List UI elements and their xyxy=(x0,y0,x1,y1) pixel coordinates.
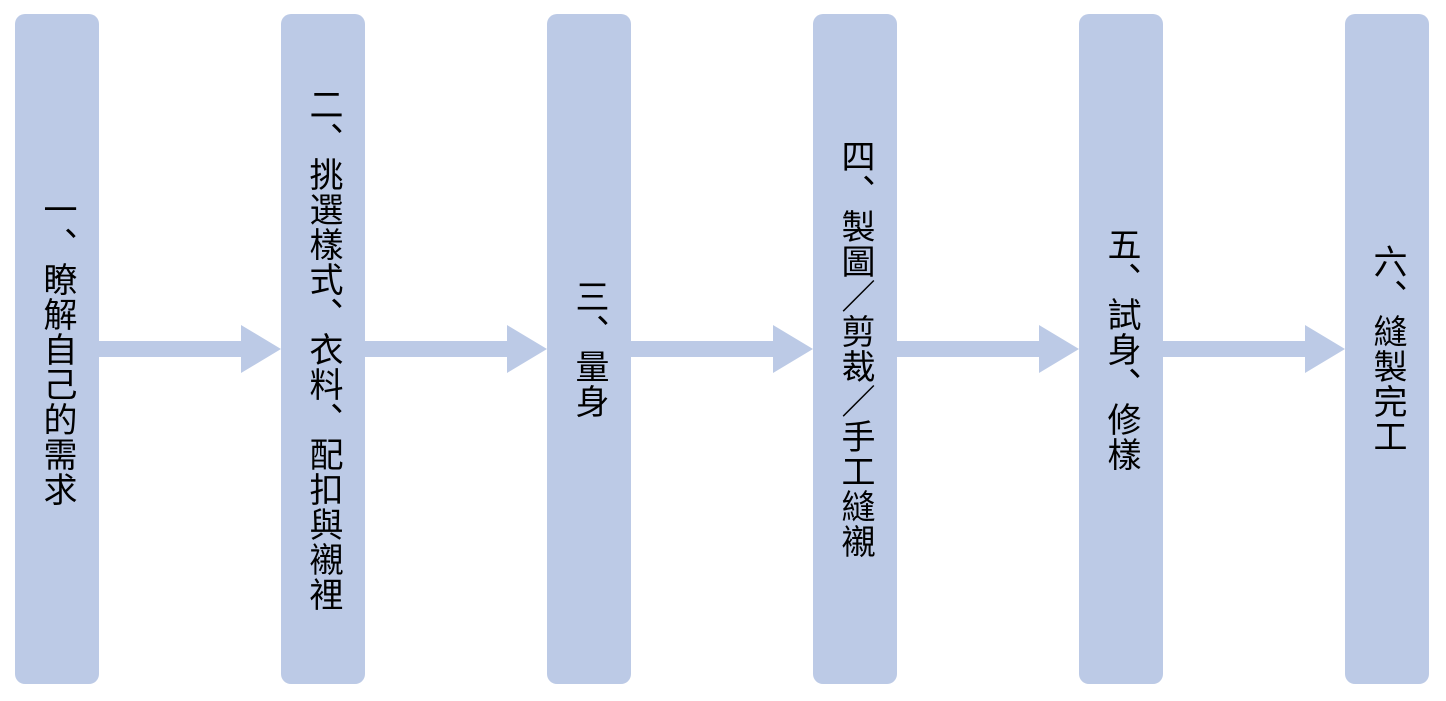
step-6-box: 六、縫製完工 xyxy=(1345,14,1429,684)
arrow-1-to-2 xyxy=(99,325,281,373)
step-5-box: 五、試身、修樣 xyxy=(1079,14,1163,684)
step-2-label: 二、挑選樣式、衣料、配扣與襯裡 xyxy=(303,86,343,612)
step-2-box: 二、挑選樣式、衣料、配扣與襯裡 xyxy=(281,14,365,684)
step-6-label: 六、縫製完工 xyxy=(1367,244,1407,454)
step-1-label: 一、瞭解自己的需求 xyxy=(37,191,77,507)
arrow-2-to-3 xyxy=(365,325,547,373)
step-1-box: 一、瞭解自己的需求 xyxy=(15,14,99,684)
step-3-label: 三、量身 xyxy=(569,279,609,419)
arrow-3-to-4 xyxy=(631,325,813,373)
step-3-box: 三、量身 xyxy=(547,14,631,684)
step-4-label: 四、製圖／剪裁／手工縫襯 xyxy=(835,139,875,559)
arrow-4-to-5 xyxy=(897,325,1079,373)
step-5-label: 五、試身、修樣 xyxy=(1101,226,1141,472)
step-4-box: 四、製圖／剪裁／手工縫襯 xyxy=(813,14,897,684)
arrow-5-to-6 xyxy=(1163,325,1345,373)
